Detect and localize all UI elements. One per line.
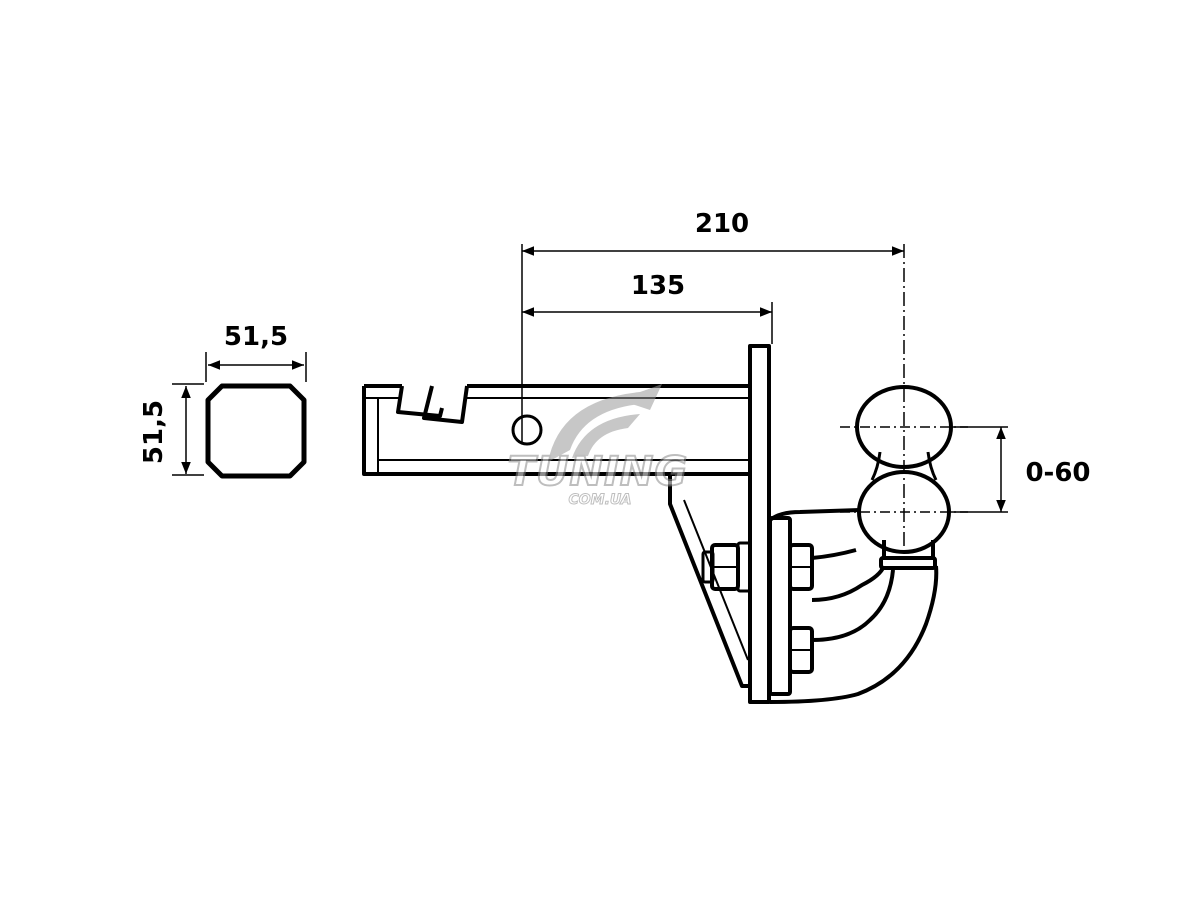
- bar-notch-right: [422, 385, 469, 424]
- profile-width-label: 51,5: [224, 322, 288, 352]
- neck-inner-curve: [811, 548, 895, 642]
- length-to-plate-label: 135: [631, 271, 685, 301]
- profile-square: [205, 383, 307, 479]
- gusset-plate: [668, 474, 750, 688]
- length-to-ball-label: 210: [695, 209, 749, 239]
- mounting-hole: [511, 414, 543, 446]
- bar-outline: [362, 384, 750, 476]
- profile-height-label: 51,5: [139, 400, 169, 464]
- mounting-plate-assembly: [668, 344, 814, 704]
- mounting-plate: [748, 344, 771, 704]
- tuning-watermark: TUNING COM.UA: [507, 384, 688, 509]
- bolt-block: [768, 516, 792, 696]
- watermark-swoosh-icon: [548, 388, 652, 462]
- ball-height-range-label: 0-60: [1025, 458, 1090, 488]
- bar-notch-left: [396, 385, 444, 418]
- profile-cross-section: 51,5 51,5: [139, 322, 307, 479]
- main-dimensions: [521, 244, 1008, 513]
- main-bar: [362, 384, 750, 476]
- watermark-brand: TUNING: [508, 449, 688, 495]
- neck-collar: [879, 556, 937, 570]
- tow-ball-neck: [768, 244, 968, 704]
- watermark-domain: COM.UA: [569, 492, 632, 508]
- neck-outer-curve: [768, 508, 939, 704]
